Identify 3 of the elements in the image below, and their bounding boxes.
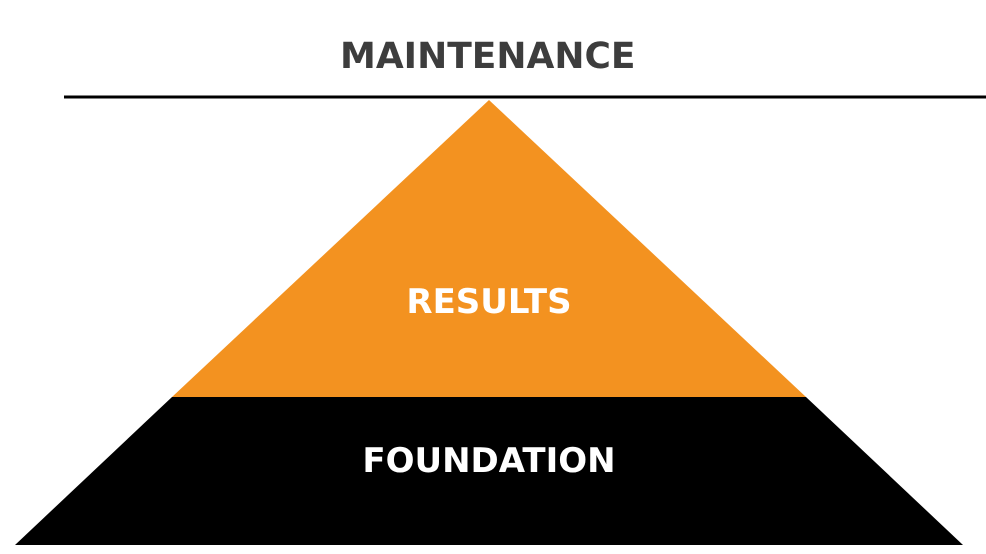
layer-label: FOUNDATION	[362, 441, 616, 481]
heading-label: MAINTENANCE	[340, 36, 636, 77]
layer-label: RESULTS	[406, 282, 572, 322]
